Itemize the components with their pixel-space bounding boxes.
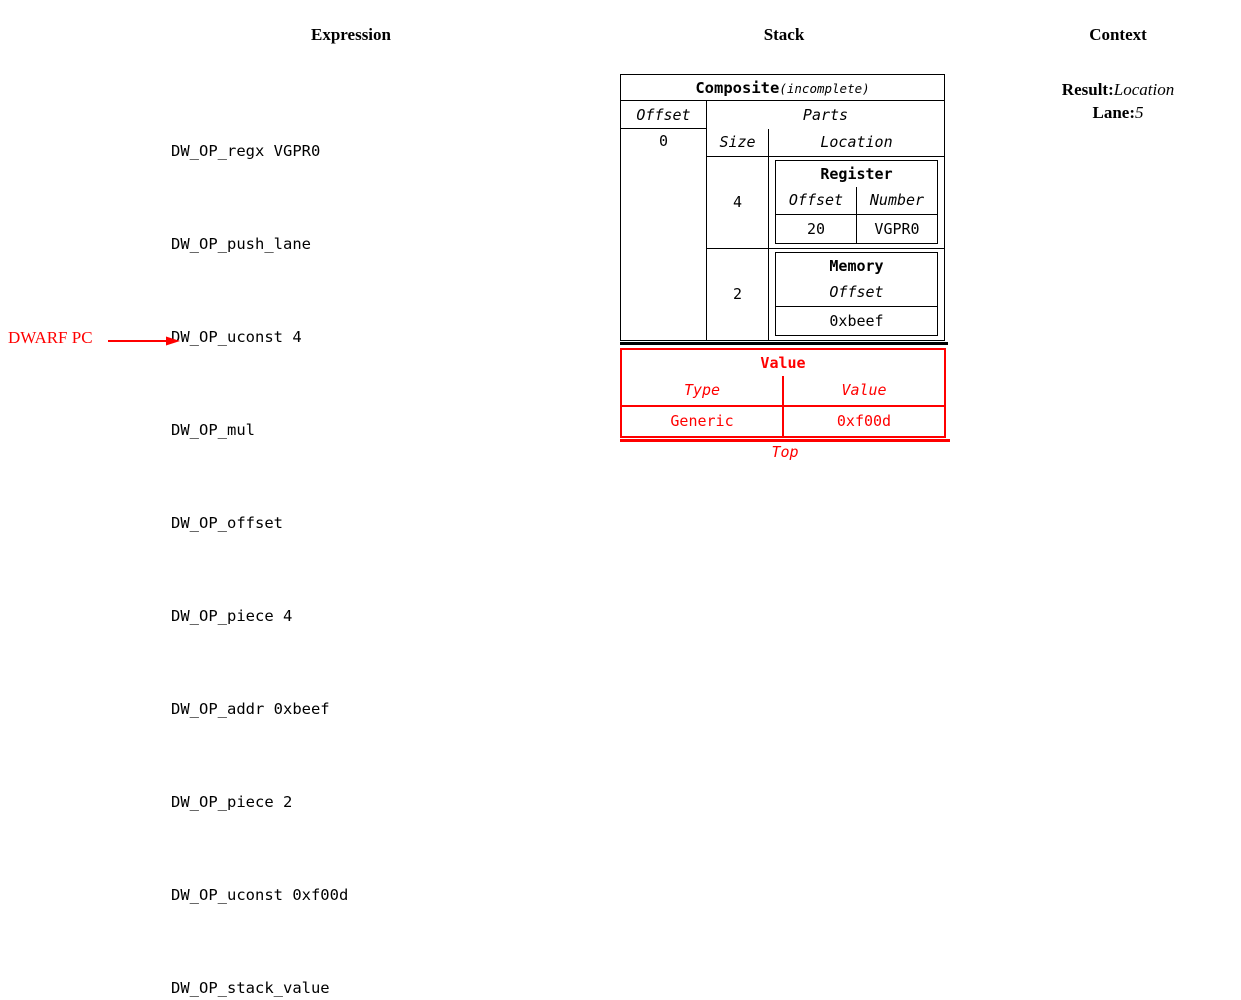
column-header-stack: Stack bbox=[763, 25, 805, 44]
expression-line: DW_OP_piece 4 bbox=[171, 607, 293, 625]
memory-value-row: 0xbeef bbox=[776, 306, 938, 335]
column-header-expression: Expression bbox=[311, 25, 391, 44]
memory-title-row: Memory bbox=[776, 252, 938, 279]
expression-line-current: DW_OP_stack_value bbox=[171, 979, 330, 997]
expression-line: DW_OP_addr 0xbeef bbox=[171, 700, 330, 718]
register-value-row: 20 VGPR0 bbox=[775, 214, 938, 243]
part-size-memory: 2 bbox=[706, 248, 769, 340]
expression-line: DW_OP_push_lane bbox=[171, 235, 311, 253]
memory-title: Memory bbox=[829, 256, 884, 275]
parts-header: Parts bbox=[802, 105, 849, 124]
composite-table: Composite(incomplete) Offset Parts 0 Siz… bbox=[620, 74, 945, 341]
register-offset-value: 20 bbox=[775, 214, 857, 243]
value-value-value: 0xf00d bbox=[836, 412, 892, 430]
value-value-header: Value bbox=[783, 375, 945, 407]
expression-line: DW_OP_mul bbox=[171, 421, 255, 439]
memory-offset-value: 0xbeef bbox=[829, 311, 884, 330]
column-header-context: Context bbox=[1089, 25, 1147, 44]
part-location-memory: Memory Offset 0xbeef bbox=[769, 248, 945, 340]
offset-value: 0 bbox=[620, 128, 707, 340]
register-offset-header: Offset bbox=[775, 186, 857, 215]
context-value: 5 bbox=[1135, 103, 1144, 122]
expression-list: DW_OP_regx VGPR0 DW_OP_push_lane DW_OP_u… bbox=[171, 74, 348, 1000]
stack-area: Composite(incomplete) Offset Parts 0 Siz… bbox=[620, 74, 950, 462]
part-row-register: 4 Register Offset Number bbox=[621, 156, 945, 249]
composite-subheader-row: 0 Size Location bbox=[620, 128, 945, 340]
composite-header-row: Offset Parts bbox=[620, 100, 945, 129]
value-baseline-rule bbox=[620, 438, 950, 442]
composite-title: Composite bbox=[695, 78, 780, 97]
expression-line: DW_OP_offset bbox=[171, 514, 283, 532]
part-location-register: Register Offset Number 20 VGPR0 bbox=[768, 156, 945, 249]
context-key: Lane: bbox=[1092, 103, 1136, 122]
composite-title-suffix: (incomplete) bbox=[779, 80, 870, 96]
location-header: Location bbox=[768, 128, 945, 157]
dwarf-pc-label: DWARF PC bbox=[8, 328, 93, 347]
value-header-row: Type Value bbox=[621, 375, 945, 407]
value-title-row: Value bbox=[621, 349, 945, 376]
composite-baseline-rule bbox=[620, 341, 948, 345]
register-table: Register Offset Number 20 VGPR0 bbox=[775, 159, 938, 244]
memory-header-row: Offset bbox=[775, 278, 938, 307]
arrow-right-icon bbox=[108, 336, 180, 346]
value-value-row: Generic 0xf00d bbox=[621, 405, 945, 437]
memory-offset-header: Offset bbox=[775, 278, 938, 307]
register-number-value: VGPR0 bbox=[874, 219, 920, 238]
expression-line: DW_OP_regx VGPR0 bbox=[171, 142, 321, 160]
context-value: Location bbox=[1113, 80, 1175, 99]
context-entry-lane: Lane:5 bbox=[1018, 101, 1218, 124]
memory-table: Memory Offset 0xbeef bbox=[775, 251, 938, 336]
context-entry-result: Result:Location bbox=[1018, 78, 1218, 101]
context-list: Result:Location Lane:5 bbox=[1018, 78, 1218, 124]
part-row-memory: 2 Memory Offset bbox=[621, 248, 945, 340]
part-size-register: 4 bbox=[706, 156, 769, 249]
expression-line: DW_OP_uconst 4 bbox=[171, 328, 302, 346]
context-key: Result: bbox=[1061, 80, 1114, 99]
value-table: Value Type Value Generic 0xf00d bbox=[620, 347, 946, 438]
size-header: Size bbox=[706, 128, 769, 157]
value-title: Value bbox=[760, 353, 806, 372]
dwarf-pc-marker: DWARF PC bbox=[8, 328, 183, 354]
register-number-header: Number bbox=[856, 186, 938, 215]
register-title-row: Register bbox=[776, 160, 938, 187]
composite-title-cell: Composite(incomplete) bbox=[620, 74, 945, 101]
offset-header: Offset bbox=[620, 100, 707, 129]
composite-title-row: Composite(incomplete) bbox=[620, 74, 945, 101]
value-type-value: Generic bbox=[621, 405, 784, 437]
register-title: Register bbox=[820, 164, 893, 183]
top-label: Top bbox=[771, 442, 799, 461]
expression-line: DW_OP_uconst 0xf00d bbox=[171, 886, 349, 904]
register-header-row: Offset Number bbox=[775, 186, 938, 215]
value-type-header: Type bbox=[621, 375, 784, 407]
expression-line: DW_OP_piece 2 bbox=[171, 793, 293, 811]
